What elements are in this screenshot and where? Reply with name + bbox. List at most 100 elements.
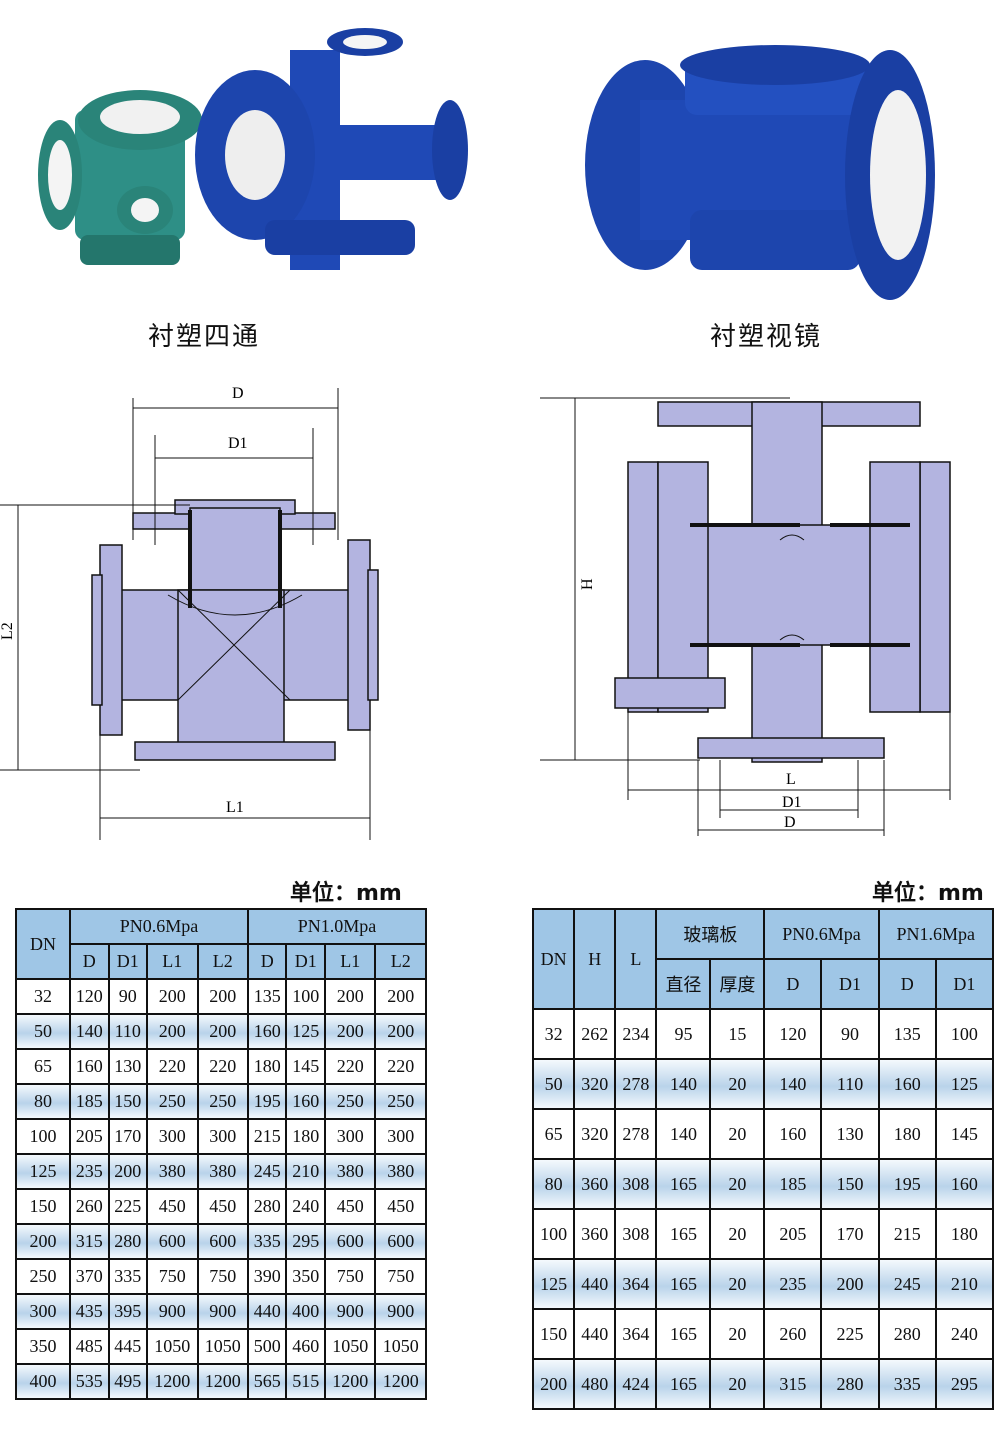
sightglass-photo	[585, 45, 935, 300]
table-cell: 130	[820, 1108, 880, 1160]
table-cell: 1050	[374, 1328, 427, 1365]
table-cell: 225	[107, 1188, 149, 1225]
table-cell: 1050	[146, 1328, 199, 1365]
sightglass-spec-table: DN H L 玻璃板 PN0.6Mpa PN1.6Mpa 直径 厚度 D D1 …	[531, 908, 995, 1410]
dim-d1: D1	[782, 794, 802, 811]
table-cell: 300	[323, 1118, 377, 1155]
table-cell: 170	[820, 1208, 880, 1260]
table-cell: 750	[146, 1258, 199, 1295]
table-cell: 280	[246, 1188, 288, 1225]
table-cell: 200	[15, 1223, 71, 1260]
table-cell: 278	[614, 1108, 658, 1160]
table-cell: 495	[107, 1363, 149, 1400]
table-cell: 750	[196, 1258, 249, 1295]
table-cell: 185	[763, 1158, 823, 1210]
table-cell: 350	[285, 1258, 326, 1295]
table-cell: 160	[763, 1108, 823, 1160]
col-glass-thickness: 厚度	[709, 958, 766, 1010]
table-cell: 180	[285, 1118, 326, 1155]
table-cell: 110	[107, 1013, 149, 1050]
table-cell: 20	[709, 1258, 766, 1310]
table-cell: 200	[323, 978, 377, 1015]
teal-tee-fitting	[38, 90, 202, 265]
table-cell: 165	[655, 1358, 712, 1410]
table-cell: 440	[573, 1308, 617, 1360]
col-dn: DN	[15, 908, 71, 980]
table-cell: 440	[246, 1293, 288, 1330]
table-cell: 215	[246, 1118, 288, 1155]
blue-cross-fitting	[195, 28, 468, 270]
table-cell: 360	[573, 1158, 617, 1210]
table-cell: 205	[69, 1118, 110, 1155]
table-cell: 250	[146, 1083, 199, 1120]
table-cell: 380	[146, 1153, 199, 1190]
table-cell: 200	[196, 1013, 249, 1050]
dim-l2: L2	[0, 622, 16, 640]
table-cell: 250	[196, 1083, 249, 1120]
table-cell: 235	[763, 1258, 823, 1310]
table-cell: 485	[69, 1328, 110, 1365]
table-cell: 220	[196, 1048, 249, 1085]
table-cell: 200	[374, 978, 427, 1015]
table-cell: 600	[323, 1223, 377, 1260]
col-d1: D1	[934, 958, 995, 1010]
table-cell: 460	[285, 1328, 326, 1365]
table-cell: 262	[573, 1008, 617, 1060]
table-cell: 200	[107, 1153, 149, 1190]
table-cell: 165	[655, 1208, 712, 1260]
table-cell: 1200	[196, 1363, 249, 1400]
table-cell: 900	[196, 1293, 249, 1330]
table-cell: 260	[763, 1308, 823, 1360]
table-cell: 335	[107, 1258, 149, 1295]
table-cell: 210	[285, 1153, 326, 1190]
table-cell: 1050	[196, 1328, 249, 1365]
table-cell: 200	[374, 1013, 427, 1050]
col-pn06: PN0.6Mpa	[763, 908, 880, 960]
table-cell: 165	[655, 1308, 712, 1360]
table-cell: 100	[531, 1208, 576, 1260]
table-cell: 215	[877, 1208, 937, 1260]
table-cell: 260	[69, 1188, 110, 1225]
col-glass: 玻璃板	[655, 908, 766, 960]
table-cell: 165	[655, 1158, 712, 1210]
table-cell: 400	[285, 1293, 326, 1330]
dim-d1: D1	[228, 435, 248, 452]
table-cell: 900	[323, 1293, 377, 1330]
table-cell: 165	[655, 1258, 712, 1310]
col-pn06: PN0.6Mpa	[69, 908, 249, 945]
table-cell: 210	[934, 1258, 995, 1310]
table-cell: 1200	[323, 1363, 377, 1400]
cross-caption: 衬塑四通	[148, 322, 261, 352]
table-cell: 435	[69, 1293, 110, 1330]
col-d: D	[246, 943, 288, 980]
col-l: L	[614, 908, 658, 1010]
unit-label-left: 单位：mm	[290, 881, 402, 906]
table-cell: 125	[285, 1013, 326, 1050]
col-d: D	[763, 958, 823, 1010]
table-cell: 400	[15, 1363, 71, 1400]
col-glass-diameter: 直径	[655, 958, 712, 1010]
table-cell: 320	[573, 1108, 617, 1160]
table-cell: 240	[934, 1308, 995, 1360]
col-d1: D1	[820, 958, 880, 1010]
table-cell: 100	[15, 1118, 71, 1155]
table-cell: 125	[531, 1258, 576, 1310]
table-cell: 424	[614, 1358, 658, 1410]
table-cell: 200	[146, 1013, 199, 1050]
table-cell: 245	[877, 1258, 937, 1310]
table-cell: 335	[877, 1358, 937, 1410]
table-cell: 200	[146, 978, 199, 1015]
table-cell: 20	[709, 1158, 766, 1210]
table-cell: 130	[107, 1048, 149, 1085]
table-cell: 300	[374, 1118, 427, 1155]
table-cell: 1200	[374, 1363, 427, 1400]
dim-d: D	[232, 385, 244, 402]
table-cell: 20	[709, 1358, 766, 1410]
table-cell: 235	[69, 1153, 110, 1190]
table-cell: 295	[285, 1223, 326, 1260]
